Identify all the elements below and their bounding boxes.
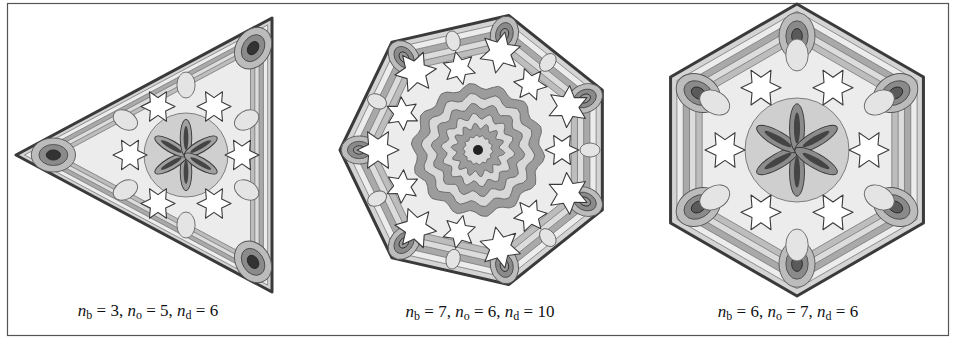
contour-band (690, 26, 905, 274)
star-hole (549, 172, 587, 214)
star-hole (480, 227, 520, 268)
star-hole (443, 52, 475, 85)
contour-oval (444, 248, 462, 271)
outline-shape (340, 15, 602, 284)
contour-oval (695, 180, 734, 215)
star-hole (395, 52, 437, 91)
contour-band (683, 19, 911, 282)
wavy-ring (441, 113, 514, 186)
contour-band (696, 33, 898, 267)
contour-band (375, 49, 572, 251)
wavy-ring (421, 94, 534, 207)
contour-band (59, 52, 251, 258)
contour-oval (786, 229, 808, 261)
contour-oval (860, 85, 899, 120)
contour-oval (110, 176, 142, 205)
star-hole (197, 189, 231, 218)
contour-band (50, 45, 255, 264)
contour-oval (444, 30, 462, 53)
contour-oval (110, 106, 142, 135)
contour-oval (786, 39, 808, 71)
star-hole (387, 97, 417, 131)
contour-oval (580, 143, 600, 157)
star-hole (813, 70, 853, 105)
flower-petal (182, 149, 220, 178)
contour-band (347, 22, 596, 278)
hexagon-pattern (669, 4, 925, 296)
flower-petal (791, 142, 840, 179)
corner-blob (31, 138, 75, 172)
heptagon-pattern (340, 13, 607, 286)
star-hole (141, 189, 175, 218)
wavy-ring (463, 135, 493, 165)
contour-band (702, 41, 892, 260)
outline-shape (16, 18, 272, 292)
star-hole (387, 170, 417, 204)
contour-band (354, 29, 590, 271)
contour-oval (365, 91, 389, 112)
star-hole (705, 133, 745, 168)
star-hole (514, 69, 547, 100)
corner-blob (227, 234, 279, 290)
star-hole (849, 133, 889, 168)
star-hole (480, 32, 520, 73)
parameter-label: nb = 3, no = 5, nd = 6 (78, 301, 218, 321)
star-hole (741, 70, 781, 105)
wavy-ring (431, 104, 524, 197)
contour-oval (695, 85, 734, 120)
star-hole (113, 140, 147, 169)
contour-band (25, 25, 268, 285)
star-hole (225, 140, 259, 169)
star-hole (141, 92, 175, 121)
contour-band (33, 32, 263, 279)
wavy-ring (451, 123, 505, 176)
parameter-label: nb = 6, no = 7, nd = 6 (718, 302, 858, 322)
contour-band (677, 11, 917, 288)
star-hole (549, 86, 587, 128)
contour-oval (231, 106, 263, 135)
contour-oval (536, 225, 559, 249)
contour-oval (177, 72, 195, 98)
triangle-pattern (16, 18, 279, 292)
figure-frame (8, 4, 949, 336)
star-hole (357, 132, 399, 168)
contour-oval (536, 50, 559, 74)
contour-oval (231, 176, 263, 205)
contour-oval (177, 212, 195, 238)
star-hole (395, 209, 437, 248)
outline-shape (671, 4, 924, 296)
wavy-ring (411, 84, 544, 217)
star-hole (545, 135, 579, 164)
centre-disc (745, 98, 849, 202)
centre-dot (473, 145, 483, 155)
star-hole (741, 195, 781, 230)
star-hole (514, 200, 547, 231)
star-hole (813, 195, 853, 230)
star-hole (197, 92, 231, 121)
star-hole (443, 216, 475, 249)
parameter-label: nb = 7, no = 6, nd = 10 (406, 302, 555, 322)
corner-blob (227, 20, 279, 76)
centre-disc (144, 113, 228, 197)
contour-oval (860, 180, 899, 215)
contour-oval (365, 188, 389, 209)
